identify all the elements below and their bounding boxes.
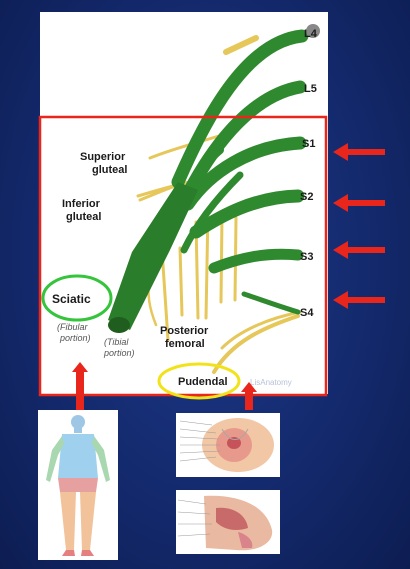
root-arrows bbox=[333, 143, 385, 309]
arrow-s1-icon bbox=[333, 143, 385, 161]
perineum-thumbnail bbox=[176, 413, 280, 477]
arrow-s3-icon bbox=[333, 241, 385, 259]
label-fibular-portion-1: (Fibular bbox=[57, 322, 89, 332]
label-s3: S3 bbox=[300, 251, 313, 263]
dermatome-figure-icon bbox=[38, 410, 118, 560]
label-posterior-femoral-1: Posterior bbox=[160, 325, 209, 337]
label-l4: L4 bbox=[304, 28, 318, 40]
sciatic-nerve-cross-section bbox=[108, 317, 130, 333]
arrow-s2-icon bbox=[333, 194, 385, 212]
pelvis-diagram-icon bbox=[176, 490, 280, 554]
label-s2: S2 bbox=[300, 191, 313, 203]
perineum-diagram-icon bbox=[176, 413, 280, 477]
label-superior-gluteal-2: gluteal bbox=[92, 164, 127, 176]
watermark-text: LisAnatomy bbox=[250, 378, 292, 387]
label-pudendal: Pudendal bbox=[178, 376, 228, 388]
pelvis-thumbnail bbox=[176, 490, 280, 554]
sciatic-nerve-trunk bbox=[108, 182, 198, 330]
label-s4: S4 bbox=[300, 307, 314, 319]
arrow-sciatic-thumb-icon bbox=[72, 362, 88, 410]
label-fibular-portion-2: portion) bbox=[59, 333, 91, 343]
arrow-s4-icon bbox=[333, 291, 385, 309]
label-inferior-gluteal-2: gluteal bbox=[66, 211, 101, 223]
label-tibial-portion-1: (Tibial bbox=[104, 337, 129, 347]
label-sciatic: Sciatic bbox=[52, 292, 91, 306]
label-l5: L5 bbox=[304, 83, 317, 95]
dermatome-figure-thumbnail bbox=[38, 410, 118, 560]
label-s1: S1 bbox=[302, 138, 315, 150]
label-inferior-gluteal-1: Inferior bbox=[62, 198, 101, 210]
label-posterior-femoral-2: femoral bbox=[165, 338, 205, 350]
label-superior-gluteal-1: Superior bbox=[80, 151, 126, 163]
label-tibial-portion-2: portion) bbox=[103, 348, 135, 358]
